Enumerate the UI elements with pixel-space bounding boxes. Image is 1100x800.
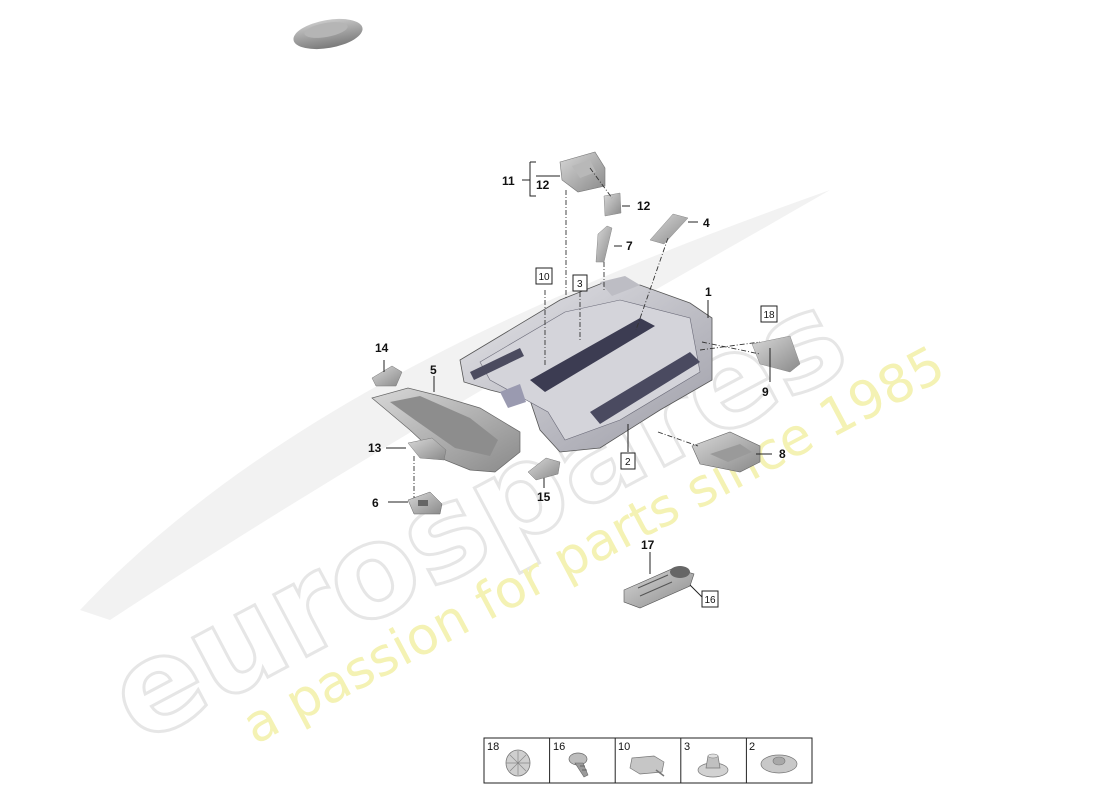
callout-3: 3 [577, 279, 583, 290]
callout-2: 2 [625, 457, 631, 468]
callout-1: 1 [705, 285, 712, 299]
callout-14: 14 [375, 341, 389, 355]
callout-10: 10 [539, 272, 551, 283]
part-17-holder-icon [623, 566, 695, 609]
callout-12-group: 12 [536, 178, 550, 192]
callout-9: 9 [762, 385, 769, 399]
callout-18-box [760, 305, 778, 323]
callout-12: 12 [637, 199, 651, 213]
push-pin-icon [697, 753, 729, 778]
callout-2-box [620, 452, 636, 470]
dashed-lines [413, 167, 761, 498]
part-11-trim-icon [559, 151, 606, 193]
legend-num-3: 10 [618, 741, 630, 753]
part-9-pad-icon [751, 335, 801, 373]
callout-4: 4 [703, 216, 710, 230]
callout-17: 17 [641, 538, 655, 552]
car-thumbnail-icon [293, 18, 363, 50]
legend-num-4: 3 [684, 741, 690, 753]
callout-15: 15 [537, 490, 551, 504]
leader-lines [383, 161, 772, 598]
part-13-clip-icon [407, 437, 447, 461]
washer-icon [760, 754, 798, 774]
part-14-bracket-icon [371, 365, 403, 387]
part-8-box-icon [691, 431, 761, 473]
callout-18: 18 [764, 310, 776, 321]
callout-3-box [572, 274, 588, 292]
callout-11: 11 [502, 174, 515, 188]
legend-num-2: 16 [553, 741, 565, 753]
clip-round-icon [505, 749, 531, 777]
part-15-pad-icon [527, 457, 561, 481]
callout-13: 13 [368, 441, 382, 455]
fastener-legend: 18 16 10 3 2 [483, 737, 813, 784]
callout-6: 6 [372, 496, 379, 510]
callout-16-box [701, 590, 719, 608]
legend-num-1: 18 [487, 741, 499, 753]
part-12-pad-icon [603, 192, 622, 217]
clip-icon [629, 755, 665, 777]
callout-16: 16 [705, 595, 717, 606]
callout-5: 5 [430, 363, 437, 377]
part-7-strip-icon [595, 225, 613, 263]
callout-10-box [535, 267, 553, 285]
callout-8: 8 [779, 447, 786, 461]
part-4-pad-icon [649, 213, 689, 245]
part-6-bracket-icon [407, 491, 443, 515]
callouts: 11 12 12 4 7 1 14 5 9 13 8 15 6 17 10 3 … [368, 174, 786, 608]
part-1-floor-carpet-icon [459, 276, 713, 453]
screw-icon [568, 752, 589, 778]
watermark: eurospares a passion for parts since 198… [80, 190, 955, 774]
legend-num-5: 2 [749, 741, 755, 753]
callout-7: 7 [626, 239, 633, 253]
